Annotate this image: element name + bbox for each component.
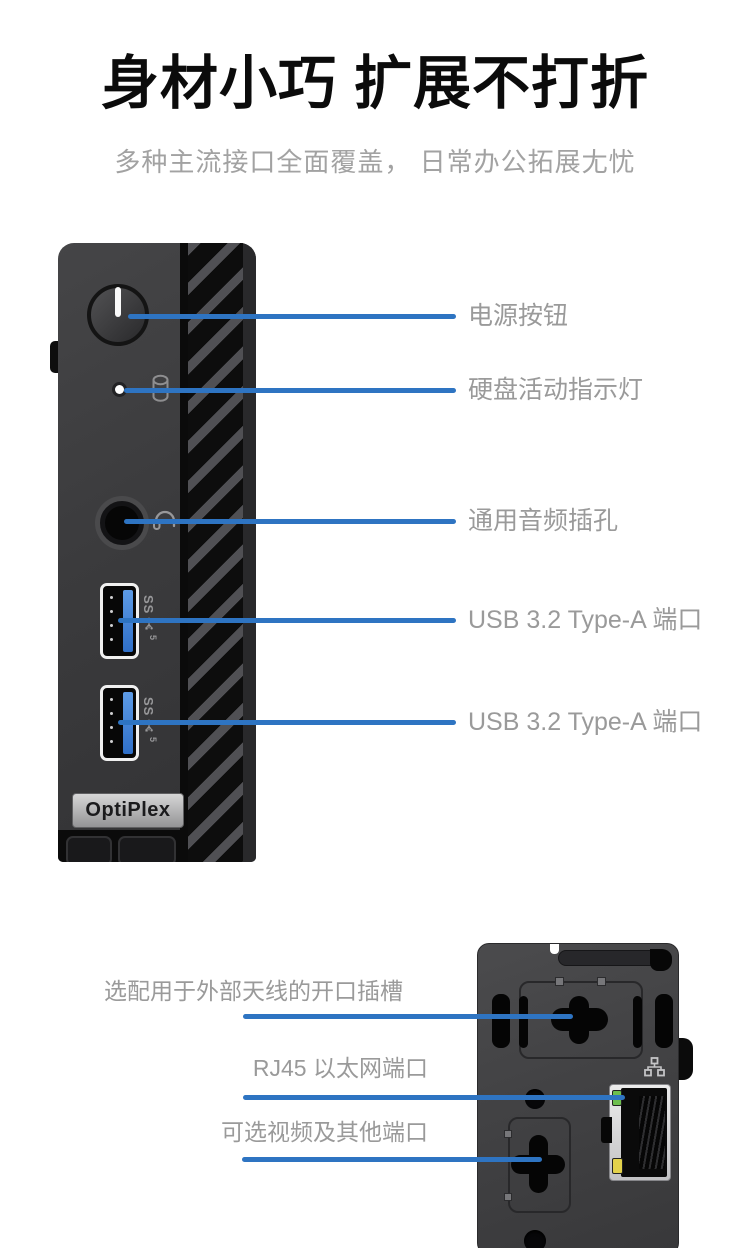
grille-slot [66,836,112,862]
callout-label-usb2: USB 3.2 Type-A 端口 [468,708,703,736]
screw-hole [524,1230,546,1248]
side-edge [243,243,256,862]
callout-label-antenna: 选配用于外部天线的开口插槽 [104,978,403,1004]
callout-line-hdd [124,388,456,393]
activity-led-amber [612,1158,623,1174]
rj45-jack [621,1088,667,1177]
video-knockout-plate [508,1117,571,1213]
rj45-pins [639,1096,665,1169]
front-panel: SS 5 SS [58,243,256,862]
hdd-activity-led [115,385,124,394]
callout-line-antenna [243,1014,573,1019]
vent-grille [180,243,243,862]
vent-slot [633,996,642,1048]
callout-line-audio [124,519,456,524]
usb-speed-label: 5 [148,634,158,641]
vent-slot [655,994,673,1048]
vent-slot [519,996,528,1048]
rj45-clip-slot [601,1117,612,1143]
callout-label-hdd: 硬盘活动指示灯 [468,376,644,404]
callout-line-rj45 [243,1095,625,1100]
usb-pins [110,698,113,701]
vent-slot [492,994,510,1048]
usb-speed-label: 5 [148,736,158,743]
plate-tab [597,977,606,986]
bottom-grille [58,830,180,862]
rj45-port [601,1084,671,1181]
vent-stripes [188,243,243,862]
usb-pins [110,596,113,599]
page-subtitle: 多种主流接口全面覆盖， 日常办公拓展尢忧 [114,147,636,177]
page-title: 身材小巧 扩展不打折 [100,51,650,116]
plate-tab [504,1193,512,1201]
ss-label: SS [141,697,157,717]
callout-line-power [128,314,456,319]
antenna-slot-cross-v [569,996,589,1044]
callout-line-video [242,1157,542,1162]
callout-label-rj45: RJ45 以太网端口 [252,1055,428,1081]
callout-label-power: 电源按钮 [468,302,569,330]
optiplex-badge: OptiPlex [72,793,184,828]
grille-slot [118,836,176,862]
callout-label-video: 可选视频及其他端口 [221,1119,428,1145]
callout-label-usb1: USB 3.2 Type-A 端口 [468,606,703,634]
plate-tab [504,1130,512,1138]
callout-line-usb2 [118,720,456,725]
callout-line-usb1 [118,618,456,623]
power-indicator-bar [115,287,121,317]
ss-label: SS [141,595,157,615]
callout-label-audio: 通用音频插孔 [468,507,619,535]
top-corner-slot [650,949,672,971]
mini-pc-front-view: SS 5 SS [50,243,256,862]
top-notch [550,944,559,954]
disk-icon [150,374,171,408]
plate-tab [555,977,564,986]
ethernet-icon [644,1057,665,1082]
